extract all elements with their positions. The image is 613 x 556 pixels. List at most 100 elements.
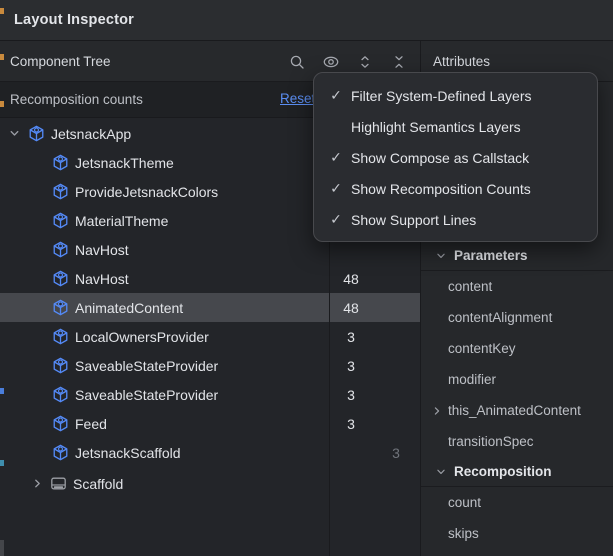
panel-divider [420, 41, 421, 556]
attr-label: contentKey [448, 341, 516, 356]
tree-row-label: LocalOwnersProvider [75, 328, 209, 345]
attributes-header: Attributes [420, 41, 613, 82]
tree-row-scaffold[interactable]: Scaffold [0, 469, 420, 498]
tree-row-feed[interactable]: Feed 3 [0, 409, 420, 438]
reset-counts-link[interactable]: Reset [280, 91, 316, 106]
search-icon[interactable] [288, 53, 306, 71]
view-options-menu: ✓ Filter System-Defined Layers Highlight… [313, 72, 598, 242]
checkmark-icon: ✓ [330, 87, 342, 103]
attr-contentkey[interactable]: contentKey [420, 333, 613, 364]
menu-item-highlight-semantics-layers[interactable]: Highlight Semantics Layers [314, 111, 597, 142]
section-recomposition[interactable]: Recomposition [420, 457, 613, 487]
attr-label: count [448, 495, 482, 510]
attr-skips[interactable]: skips [420, 518, 613, 549]
counts-column-divider [329, 118, 330, 556]
menu-item-label: Show Compose as Callstack [351, 149, 530, 166]
compose-node-icon [52, 154, 69, 171]
attr-label: transitionSpec [448, 434, 534, 449]
attr-contentalignment[interactable]: contentAlignment [420, 302, 613, 333]
compose-node-icon [52, 270, 69, 287]
tree-row-jetsnacktheme[interactable]: JetsnackTheme [0, 148, 420, 177]
attr-modifier[interactable]: modifier [420, 364, 613, 395]
menu-item-show-support-lines[interactable]: ✓ Show Support Lines [314, 204, 597, 235]
attr-content[interactable]: content [420, 271, 613, 302]
tree-row-label: JetsnackScaffold [75, 444, 181, 461]
compose-node-icon [52, 415, 69, 432]
attr-label: modifier [448, 372, 497, 387]
chevron-down-icon[interactable] [433, 464, 449, 480]
eye-icon[interactable] [322, 53, 340, 71]
expand-all-icon[interactable] [356, 53, 374, 71]
scaffold-view-icon [50, 475, 67, 492]
tree-row-jetsnackapp[interactable]: JetsnackApp [0, 119, 420, 148]
attr-transitionspec[interactable]: transitionSpec [420, 426, 613, 457]
tree-row-label: MaterialTheme [75, 212, 169, 229]
tree-row-animatedcontent-selected[interactable]: AnimatedContent 48 [0, 293, 420, 322]
tree-row-label: Scaffold [73, 475, 124, 492]
recomposition-count: 3 [347, 386, 355, 403]
attr-count[interactable]: count [420, 487, 613, 518]
window-titlebar: Layout Inspector [0, 0, 613, 41]
checkmark-icon: ✓ [330, 149, 342, 165]
attr-label: skips [448, 526, 479, 541]
tree-row-localownersprovider[interactable]: LocalOwnersProvider 3 [0, 322, 420, 351]
tree-row-saveablestateprovider-2[interactable]: SaveableStateProvider 3 [0, 380, 420, 409]
section-title: Recomposition [454, 464, 552, 479]
compose-node-icon [52, 386, 69, 403]
panel-header-row: Component Tree Attributes [0, 41, 613, 82]
compose-node-icon [52, 183, 69, 200]
compose-node-icon [28, 125, 45, 142]
recomposition-counts-label: Recomposition counts [10, 92, 143, 107]
compose-node-icon [52, 241, 69, 258]
menu-item-label: Highlight Semantics Layers [351, 118, 521, 135]
component-tree-header: Component Tree [0, 41, 420, 82]
tree-row-saveablestateprovider-1[interactable]: SaveableStateProvider 3 [0, 351, 420, 380]
tree-row-materialtheme[interactable]: MaterialTheme [0, 206, 420, 235]
compose-node-icon [52, 444, 69, 461]
compose-node-icon [52, 299, 69, 316]
tree-row-navhost-1[interactable]: NavHost [0, 235, 420, 264]
collapse-all-icon[interactable] [390, 53, 408, 71]
compose-node-icon [52, 357, 69, 374]
component-tree-title: Component Tree [10, 54, 111, 69]
attr-label: content [448, 279, 493, 294]
tree-row-label: NavHost [75, 241, 129, 258]
attributes-title: Attributes [433, 54, 491, 69]
checkmark-icon: ✓ [330, 180, 342, 196]
tree-row-label: ProvideJetsnackColors [75, 183, 219, 200]
tree-row-label: Feed [75, 415, 107, 432]
tree-row-navhost-2[interactable]: NavHost 48 [0, 264, 420, 293]
page-title: Layout Inspector [14, 12, 135, 28]
menu-item-label: Show Support Lines [351, 211, 477, 228]
recomposition-skips: 3 [392, 444, 400, 461]
compose-node-icon [52, 212, 69, 229]
tree-row-providejetsnackcolors[interactable]: ProvideJetsnackColors [0, 177, 420, 206]
tree-row-jetsnackscaffold[interactable]: JetsnackScaffold 3 [0, 438, 420, 467]
chevron-right-icon[interactable] [29, 476, 45, 492]
menu-item-label: Show Recomposition Counts [351, 180, 531, 197]
tree-row-label: NavHost [75, 270, 129, 287]
menu-item-show-recomposition-counts[interactable]: ✓ Show Recomposition Counts [314, 173, 597, 204]
attr-this-animatedcontent[interactable]: this_AnimatedContent [420, 395, 613, 426]
tree-row-label: JetsnackTheme [75, 154, 174, 171]
recomposition-count: 3 [347, 328, 355, 345]
chevron-down-icon[interactable] [6, 126, 22, 142]
tree-row-label: AnimatedContent [75, 299, 184, 316]
recomposition-count: 3 [347, 357, 355, 374]
recomposition-count: 3 [347, 415, 355, 432]
recomposition-count: 48 [343, 270, 359, 287]
tree-row-label: SaveableStateProvider [75, 386, 219, 403]
compose-node-icon [52, 328, 69, 345]
menu-item-filter-system-defined-layers[interactable]: ✓ Filter System-Defined Layers [314, 80, 597, 111]
menu-item-show-compose-as-callstack[interactable]: ✓ Show Compose as Callstack [314, 142, 597, 173]
chevron-down-icon[interactable] [433, 248, 449, 264]
section-parameters[interactable]: Parameters [420, 241, 613, 271]
chevron-right-icon[interactable] [429, 403, 445, 419]
attr-label: this_AnimatedContent [448, 403, 581, 418]
tree-row-label: JetsnackApp [51, 125, 132, 142]
tree-row-label: SaveableStateProvider [75, 357, 219, 374]
section-title: Parameters [454, 248, 528, 263]
menu-item-label: Filter System-Defined Layers [351, 87, 532, 104]
checkmark-icon: ✓ [330, 211, 342, 227]
